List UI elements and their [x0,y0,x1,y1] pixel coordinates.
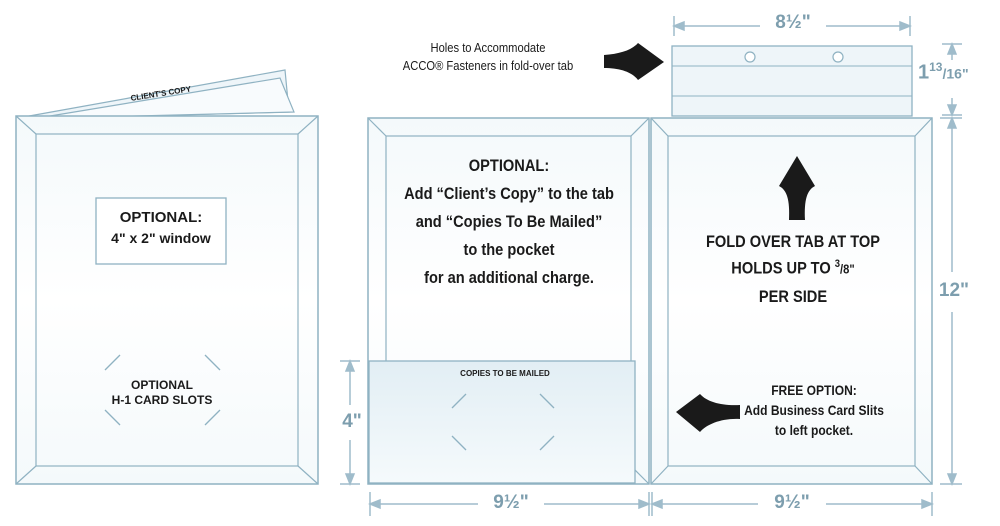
free-option-line1: FREE OPTION: [771,382,857,398]
card-slots-line1: OPTIONAL [131,378,193,392]
left-pocket [368,360,636,484]
optional-line-2: and “Copies To Be Mailed” [415,212,603,231]
fold-line-2: HOLDS UP TO 3/8" [731,258,855,278]
pocket-label: COPIES TO BE MAILED [460,369,550,378]
optional-line-1: Add “Client’s Copy” to the tab [404,184,614,203]
folder-tab [37,77,295,119]
height-dimension: 12" [938,280,970,301]
fold-line-3: PER SIDE [758,287,828,306]
holes-callout-line2: ACCO® Fasteners in fold-over tab [402,58,574,73]
folder-cover [15,115,319,485]
fold-fraction-den: 8" [843,261,855,277]
up-arrow-icon [779,156,815,220]
right-arrow-icon [604,43,664,80]
left-width-dimension: 9½" [493,492,529,513]
fold-fraction-num: 3 [834,258,841,270]
holes-callout-line1: Holes to Accommodate [430,40,546,55]
window-label-line1: OPTIONAL: [119,209,203,226]
free-option-line2: Add Business Card Slits [744,402,884,418]
right-panel-inner [667,135,916,467]
fold-line-2-text: HOLDS UP TO [731,258,831,278]
pocket-slit-marks [451,393,555,451]
folder-cover-inner [35,133,299,467]
left-arrow-icon [676,394,740,432]
fold-line-1: FOLD OVER TAB AT TOP [705,232,881,251]
optional-line-4: for an additional charge. [424,268,594,287]
fold-over-tab [671,45,913,117]
pocket-height-dimension: 4" [342,411,362,432]
right-width-dimension: 9½" [774,492,810,513]
closed-folder [15,69,319,485]
card-slot-marks [104,354,221,426]
window-cutout [95,197,227,265]
free-option-line3: to left pocket. [774,422,854,438]
tab-width-dimension: 8½" [775,12,811,33]
fastener-hole-icon [744,51,756,63]
dimension-lines [340,16,962,516]
card-slots-line2: H-1 CARD SLOTS [111,393,213,407]
fastener-hole-icon [832,51,844,63]
optional-title: OPTIONAL: [468,156,550,175]
optional-line-3: to the pocket [463,240,555,259]
window-label-line2: 4" x 2" window [111,230,211,246]
tab-height-dimension: 113/16" [918,60,969,84]
